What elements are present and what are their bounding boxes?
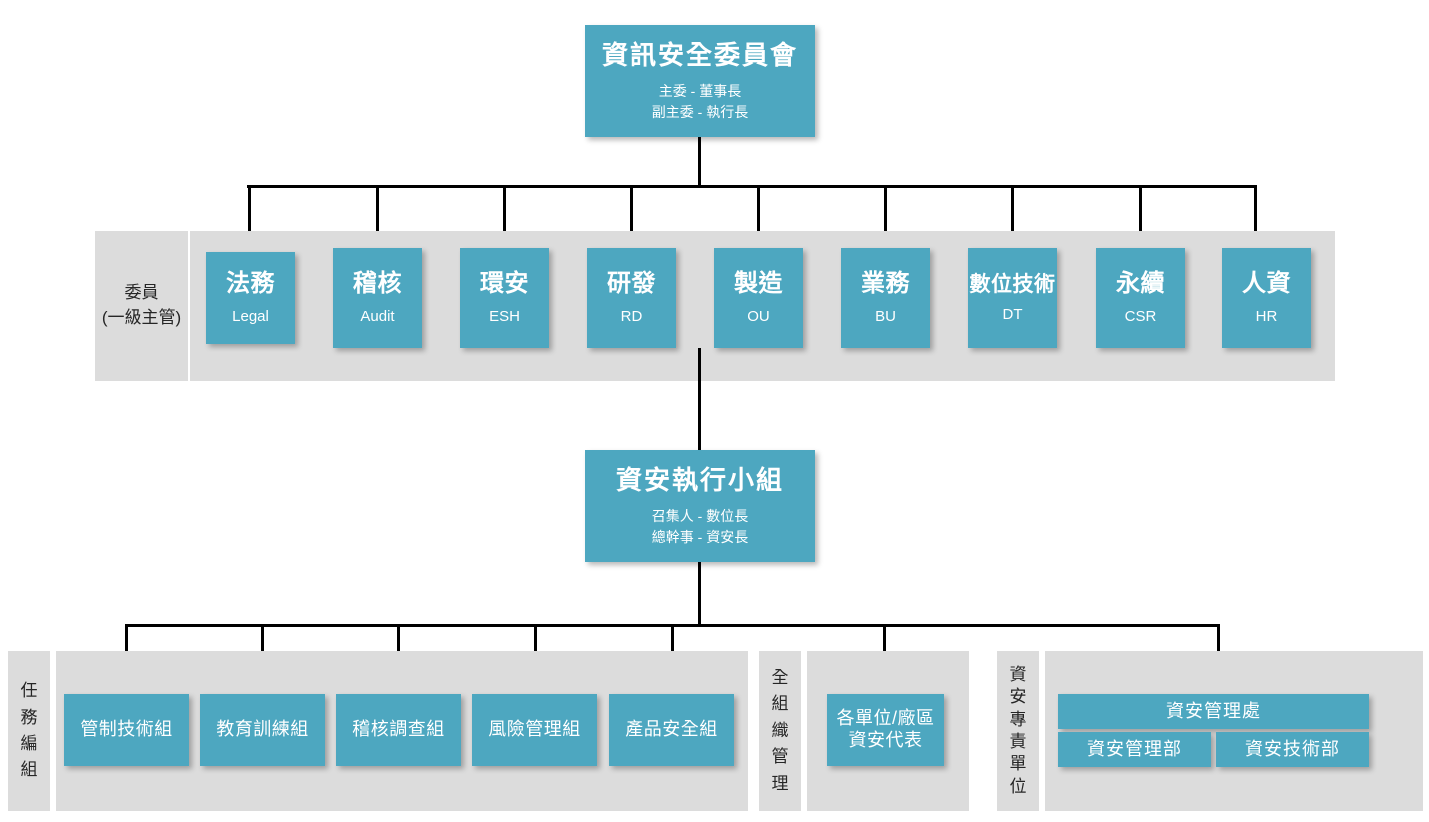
security-division-label: 資安管理處 xyxy=(1166,700,1261,721)
node-task-product-security[interactable]: 產品安全組 xyxy=(609,694,734,766)
connector-drop-hr xyxy=(1254,185,1257,248)
node-committee-rd[interactable]: 研發 RD xyxy=(587,248,676,348)
connector-drop-bu xyxy=(884,185,887,248)
committee-ou-zh: 製造 xyxy=(734,269,783,297)
connector-drop-rd xyxy=(630,185,633,248)
security-unit-label-char-5: 位 xyxy=(1009,776,1027,796)
task-risk-management-label: 風險管理組 xyxy=(488,719,581,740)
org-wide-label-char-2: 織 xyxy=(771,720,789,740)
committee-legal-zh: 法務 xyxy=(226,269,275,297)
task-product-security-label: 產品安全組 xyxy=(625,719,718,740)
committee-esh-en: ESH xyxy=(489,307,520,325)
node-task-risk-management[interactable]: 風險管理組 xyxy=(472,694,597,766)
committee-csr-en: CSR xyxy=(1124,307,1157,325)
connector-drop-audit xyxy=(376,185,379,248)
security-unit-label-char-4: 單 xyxy=(1009,754,1027,774)
committee-legal-en: Legal xyxy=(232,307,269,325)
node-security-management-division[interactable]: 資安管理處 xyxy=(1058,694,1369,729)
connector-drop-legal xyxy=(248,185,251,252)
connector-drop-dt xyxy=(1011,185,1014,248)
exec-subtitles: 召集人 - 數位長 總幹事 - 資安長 xyxy=(652,505,748,548)
task-force-label-char-1: 務 xyxy=(20,707,38,727)
task-audit-investigation-label: 稽核調查組 xyxy=(352,719,445,740)
node-committee-legal[interactable]: 法務 Legal xyxy=(206,252,295,344)
committee-dt-zh: 數位技術 xyxy=(969,272,1056,296)
org-wide-label-char-0: 全 xyxy=(771,668,789,688)
node-security-technology-department[interactable]: 資安技術部 xyxy=(1216,732,1369,767)
node-committee-esh[interactable]: 環安 ESH xyxy=(460,248,549,348)
node-security-execution-team[interactable]: 資安執行小組 召集人 - 數位長 總幹事 - 資安長 xyxy=(585,450,815,562)
node-committee-bu[interactable]: 業務 BU xyxy=(841,248,930,348)
root-subtitles: 主委 - 董事長 副主委 - 執行長 xyxy=(652,80,748,123)
security-management-dept-label: 資安管理部 xyxy=(1087,738,1182,759)
org-wide-label-char-4: 理 xyxy=(771,773,789,793)
connector-root-stem xyxy=(698,137,701,187)
security-unit-row-label: 資 安 專 責 單 位 xyxy=(997,651,1039,811)
committee-label-line1: 委員 xyxy=(124,283,159,303)
connector-exec-stem xyxy=(698,562,701,626)
security-unit-label-char-0: 資 xyxy=(1009,664,1027,684)
connector-drop-esh xyxy=(503,185,506,248)
exec-subtitle-secretary: 總幹事 - 資安長 xyxy=(651,529,749,546)
org-wide-row-label: 全 組 織 管 理 xyxy=(759,651,801,811)
unit-rep-line2: 資安代表 xyxy=(848,730,923,750)
unit-rep-label: 各單位/廠區 資安代表 xyxy=(836,708,934,751)
org-wide-label-char-1: 組 xyxy=(771,694,789,714)
committee-hr-zh: 人資 xyxy=(1242,269,1291,297)
node-task-audit-investigation[interactable]: 稽核調查組 xyxy=(336,694,461,766)
connector-drop-ou xyxy=(757,185,760,248)
node-committee-hr[interactable]: 人資 HR xyxy=(1222,248,1311,348)
committee-rd-en: RD xyxy=(620,307,643,325)
committee-ou-en: OU xyxy=(747,307,770,325)
security-technology-dept-label: 資安技術部 xyxy=(1245,738,1340,759)
task-force-label-char-2: 編 xyxy=(20,734,38,753)
exec-subtitle-convener: 召集人 - 數位長 xyxy=(651,507,749,524)
committee-row-label: 委員 (一級主管) xyxy=(95,231,188,381)
committee-rd-zh: 研發 xyxy=(607,269,656,297)
task-force-label-char-3: 組 xyxy=(20,760,38,780)
task-force-label-char-0: 任 xyxy=(20,681,38,701)
node-unit-plant-security-representative[interactable]: 各單位/廠區 資安代表 xyxy=(827,694,944,766)
node-committee-audit[interactable]: 稽核 Audit xyxy=(333,248,422,348)
exec-title: 資安執行小組 xyxy=(615,464,784,495)
committee-csr-zh: 永續 xyxy=(1116,269,1165,297)
committee-bu-zh: 業務 xyxy=(861,269,910,297)
committee-audit-zh: 稽核 xyxy=(353,269,402,297)
security-unit-row-panel xyxy=(1045,651,1423,811)
node-committee-ou[interactable]: 製造 OU xyxy=(714,248,803,348)
security-unit-label-char-3: 責 xyxy=(1009,732,1027,751)
org-wide-label-char-3: 管 xyxy=(771,747,789,767)
committee-bu-en: BU xyxy=(875,307,896,325)
node-committee-csr[interactable]: 永續 CSR xyxy=(1096,248,1185,348)
node-task-education-training[interactable]: 教育訓練組 xyxy=(200,694,325,766)
node-committee-dt[interactable]: 數位技術 DT xyxy=(968,248,1057,348)
root-subtitle-chair: 主委 - 董事長 xyxy=(658,82,742,99)
root-title: 資訊安全委員會 xyxy=(601,39,798,70)
committee-label-line2: (一級主管) xyxy=(101,308,182,327)
committee-esh-zh: 環安 xyxy=(480,269,529,297)
connector-committee-to-exec xyxy=(698,348,701,450)
security-unit-label-char-1: 安 xyxy=(1009,687,1027,707)
node-security-management-department[interactable]: 資安管理部 xyxy=(1058,732,1211,767)
connector-committee-bus xyxy=(247,185,1256,188)
connector-drop-csr xyxy=(1139,185,1142,248)
node-information-security-committee[interactable]: 資訊安全委員會 主委 - 董事長 副主委 - 執行長 xyxy=(585,25,815,137)
node-task-control-technology[interactable]: 管制技術組 xyxy=(64,694,189,766)
task-education-training-label: 教育訓練組 xyxy=(216,719,309,740)
committee-dt-en: DT xyxy=(1002,305,1023,323)
committee-audit-en: Audit xyxy=(360,307,395,325)
task-force-row-label: 任 務 編 組 xyxy=(8,651,50,811)
security-unit-label-char-2: 專 xyxy=(1009,709,1027,729)
task-control-technology-label: 管制技術組 xyxy=(80,719,173,740)
root-subtitle-vicechair: 副主委 - 執行長 xyxy=(651,104,749,121)
unit-rep-line1: 各單位/廠區 xyxy=(836,708,935,729)
committee-hr-en: HR xyxy=(1255,307,1278,325)
